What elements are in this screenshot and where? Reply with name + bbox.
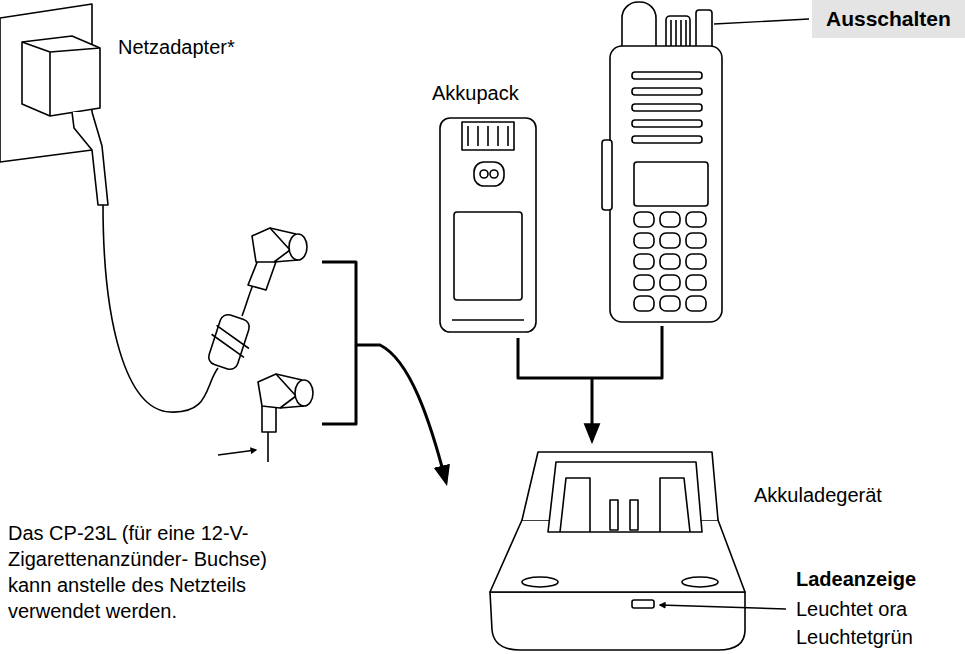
adapter-neck	[72, 112, 108, 205]
radio-body	[610, 46, 722, 322]
keypad-button	[660, 233, 680, 248]
battery-pack	[440, 118, 536, 332]
contact-line	[507, 126, 509, 146]
slot-guides	[560, 478, 690, 532]
plug-body	[252, 228, 290, 262]
charger-foot	[522, 577, 558, 587]
keypad-button	[660, 254, 680, 269]
cord	[103, 205, 218, 412]
battery-body	[440, 118, 536, 332]
speaker-slot	[632, 104, 702, 111]
part-label: Leuchtetgrün	[796, 624, 913, 650]
keypad-button	[686, 212, 706, 227]
adapter-cord	[103, 205, 256, 412]
leader-line	[714, 19, 809, 24]
car-adapter-plug	[258, 374, 313, 462]
wall-outlet-adapter	[0, 4, 108, 205]
keypad-button	[634, 233, 654, 248]
battery-contacts	[462, 122, 514, 150]
note-text: Das CP-23L (für eine 12-V-Zigarettenanzü…	[8, 520, 304, 624]
adapter-edge	[22, 42, 100, 116]
contact-line	[487, 126, 489, 146]
adapter-body	[22, 36, 100, 116]
charge-indicator	[632, 600, 654, 608]
knurl-line	[670, 20, 672, 48]
charge-contact	[630, 500, 638, 530]
part-label: Akkupack	[432, 80, 519, 106]
keypad-button	[634, 212, 654, 227]
speaker-slot	[632, 136, 702, 143]
latch-dot	[490, 170, 498, 178]
contact-line	[477, 126, 479, 146]
knurl-line	[680, 20, 682, 48]
contact-line	[497, 126, 499, 146]
speaker-slot	[632, 88, 702, 95]
drawing-stroke	[671, 20, 686, 48]
part-label: Leuchtet ora	[796, 596, 907, 622]
battery-latch	[474, 162, 504, 186]
ptt-button	[602, 140, 612, 210]
plug-tip	[289, 234, 307, 260]
knurl-line	[685, 20, 687, 48]
drawing-stroke	[0, 2, 809, 650]
battery-charger	[490, 452, 745, 650]
drawing-stroke	[634, 212, 706, 311]
cord	[267, 430, 269, 462]
leader-line	[218, 450, 256, 455]
keypad-button	[660, 296, 680, 311]
latch-dot	[480, 170, 488, 178]
handheld-radio	[602, 2, 722, 322]
plug-tip	[295, 380, 313, 406]
drawing-stroke	[632, 72, 702, 143]
insert-bracket	[518, 326, 662, 440]
keypad-button	[634, 275, 654, 290]
speaker-slot	[632, 120, 702, 127]
ferrite-ring	[208, 325, 253, 358]
contact-line	[467, 126, 469, 146]
part-label: Netzadapter*	[118, 34, 235, 60]
arrow	[591, 378, 594, 440]
keypad-button	[634, 254, 654, 269]
charger-base	[490, 592, 745, 650]
knurl-line	[675, 20, 677, 48]
battery-edge	[452, 319, 524, 321]
keypad-button	[686, 275, 706, 290]
plug-edge	[270, 228, 298, 262]
speaker-slot	[632, 72, 702, 79]
leader-line	[660, 605, 786, 609]
connection-bracket	[322, 262, 446, 482]
part-label: Akkuladegerät	[754, 482, 882, 508]
keypad-button	[634, 296, 654, 311]
charger-slot	[548, 462, 702, 532]
battery-label-area	[454, 212, 522, 300]
callout-box: Ausschalten	[812, 0, 965, 38]
keypad-button	[686, 233, 706, 248]
charge-contact	[610, 500, 618, 530]
plug-body	[258, 374, 296, 408]
arrow	[356, 345, 446, 482]
keypad-button	[686, 296, 706, 311]
drawing-stroke	[468, 126, 508, 146]
plug-edge	[276, 374, 304, 408]
charger-foot	[682, 577, 718, 587]
display	[634, 162, 708, 206]
keypad-button	[660, 212, 680, 227]
part-label: Ladeanzeige	[796, 566, 916, 592]
keypad-button	[686, 254, 706, 269]
bracket	[518, 326, 662, 378]
dc-plug	[248, 228, 307, 290]
callout-text: Ausschalten	[826, 7, 951, 31]
bracket	[322, 262, 356, 424]
keypad-button	[660, 275, 680, 290]
ferrite-core	[207, 313, 252, 372]
